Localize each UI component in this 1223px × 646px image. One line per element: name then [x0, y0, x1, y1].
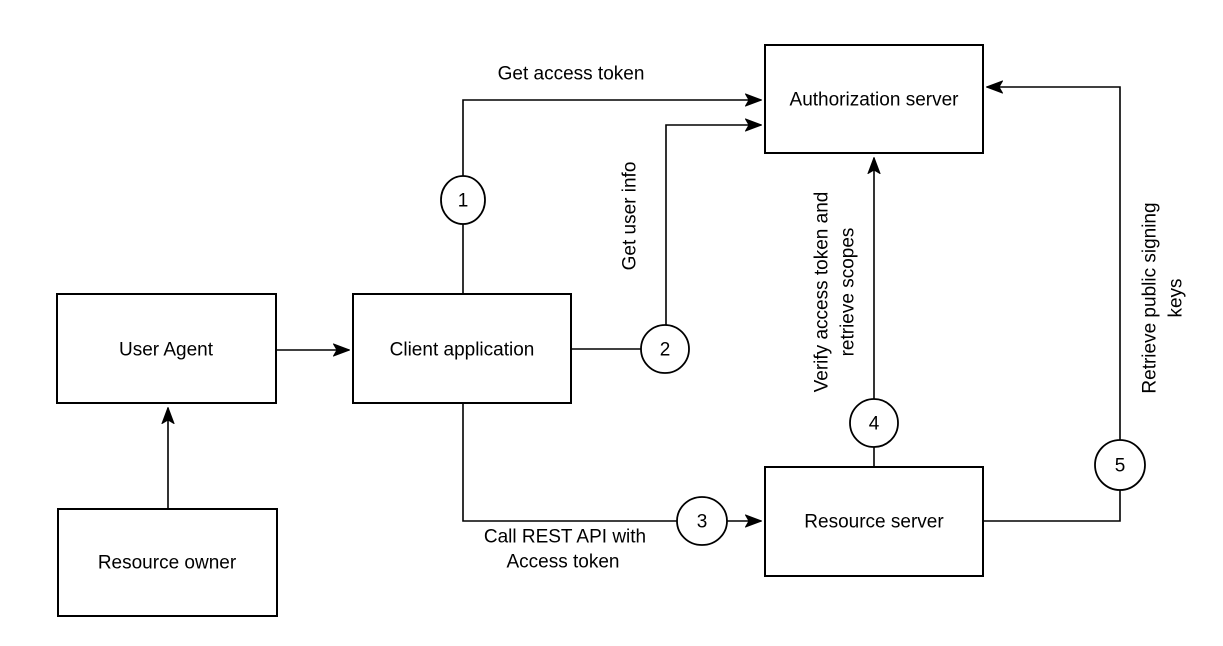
node-client-application: Client application: [352, 293, 572, 404]
authorization-server-box: [764, 44, 984, 154]
resource-server-box: [764, 466, 984, 577]
step-4-circle: [849, 398, 899, 448]
edge-get-user-info: [572, 125, 761, 350]
step-2-number: 2: [660, 340, 671, 361]
step-3-circle: [676, 496, 728, 546]
edge-call-rest-api: [462, 404, 761, 521]
label-retrieve-signing-keys-line2: keys: [1166, 278, 1187, 317]
user-agent-label: User Agent: [119, 340, 214, 361]
label-get-access-token: Get access token: [498, 64, 645, 85]
resource-server-label: Resource server: [804, 512, 944, 533]
client-application-box: [352, 293, 572, 404]
step-circle-4: 4: [849, 398, 899, 448]
step-circle-5: 5: [1094, 439, 1146, 491]
step-circle-2: 2: [640, 324, 690, 374]
label-call-rest-api-line1: Call REST API with: [484, 527, 646, 548]
step-4-number: 4: [869, 414, 880, 435]
step-3-number: 3: [697, 512, 708, 533]
step-5-number: 5: [1115, 456, 1126, 477]
label-call-rest-api-line2: Access token: [507, 552, 620, 573]
step-1-circle: [440, 175, 486, 225]
edge-get-access-token: [462, 100, 761, 294]
step-2-circle: [640, 324, 690, 374]
step-circle-1: 1: [440, 175, 486, 225]
node-user-agent: User Agent: [56, 293, 277, 404]
step-5-circle: [1094, 439, 1146, 491]
authorization-server-label: Authorization server: [790, 90, 960, 111]
step-1-number: 1: [458, 191, 469, 212]
node-authorization-server: Authorization server: [764, 44, 984, 154]
resource-owner-box: [57, 508, 278, 617]
label-get-user-info: Get user info: [620, 162, 641, 271]
label-retrieve-signing-keys-line1: Retrieve public signing: [1140, 202, 1161, 393]
edge-retrieve-signing-keys: [984, 87, 1121, 522]
node-resource-server: Resource server: [764, 466, 984, 577]
node-resource-owner: Resource owner: [57, 508, 278, 617]
client-application-label: Client application: [390, 340, 535, 361]
user-agent-box: [56, 293, 277, 404]
label-verify-access-token-line1: Verify access token and: [812, 192, 833, 393]
resource-owner-label: Resource owner: [98, 553, 237, 574]
label-verify-access-token-line2: retrieve scopes: [838, 228, 859, 357]
step-circle-3: 3: [676, 496, 728, 546]
